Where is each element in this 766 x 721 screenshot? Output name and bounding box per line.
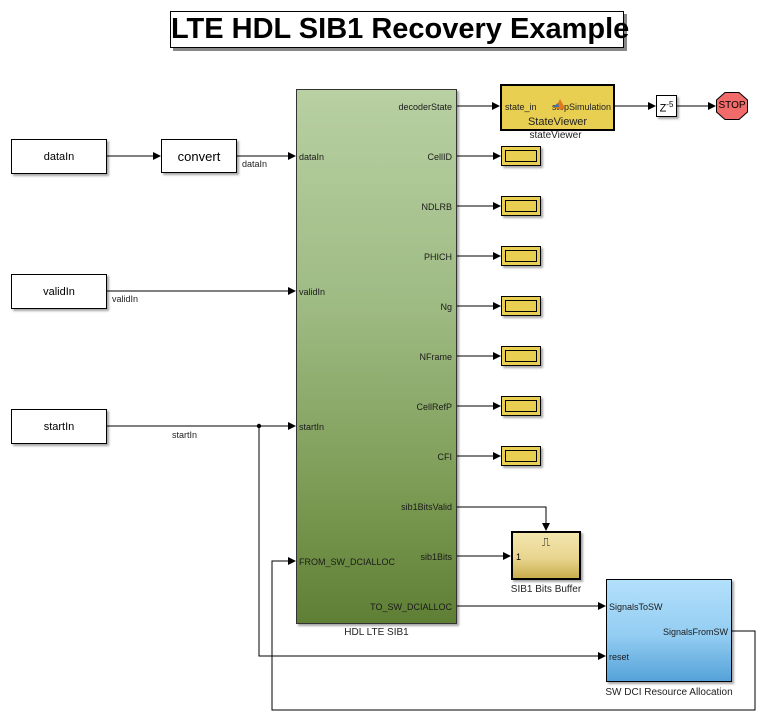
sw-dci-resource-allocation-name: SW DCI Resource Allocation bbox=[605, 687, 733, 698]
datain-block-label: dataIn bbox=[43, 150, 75, 163]
display-screen bbox=[505, 150, 537, 162]
validin-block-label: validIn bbox=[43, 285, 75, 298]
validin-block[interactable]: validIn bbox=[11, 274, 107, 309]
port-ng: Ng bbox=[440, 302, 452, 312]
port-signals-from-sw: SignalsFromSW bbox=[662, 627, 728, 637]
port-startin: startIn bbox=[299, 422, 325, 432]
stop-sign-icon bbox=[716, 92, 748, 120]
display-nframe[interactable] bbox=[501, 346, 541, 366]
diagram-title: LTE HDL SIB1 Recovery Example bbox=[170, 11, 629, 48]
display-cellrefp[interactable] bbox=[501, 396, 541, 416]
display-screen bbox=[505, 300, 537, 312]
port-cfi: CFI bbox=[437, 452, 453, 462]
delay-exponent: -5 bbox=[666, 100, 674, 109]
port-decoderstate: decoderState bbox=[398, 102, 452, 112]
state-viewer-block[interactable]: state_in stopSimulation StateViewer bbox=[500, 84, 615, 131]
startin-block-label: startIn bbox=[43, 420, 75, 433]
signal-label-startin: startIn bbox=[172, 430, 198, 440]
stop-block[interactable]: STOP bbox=[716, 92, 748, 120]
display-screen bbox=[505, 400, 537, 412]
port-from-sw-dcialloc: FROM_SW_DCIALLOC bbox=[299, 557, 396, 567]
convert-block[interactable]: convert bbox=[161, 139, 237, 173]
display-cfi[interactable] bbox=[501, 446, 541, 466]
port-phich: PHICH bbox=[423, 252, 452, 262]
matlab-logo-icon bbox=[553, 99, 565, 110]
display-phich[interactable] bbox=[501, 246, 541, 266]
display-screen bbox=[505, 450, 537, 462]
startin-block[interactable]: startIn bbox=[11, 409, 107, 444]
display-ndlrb[interactable] bbox=[501, 196, 541, 216]
trigger-pulse-icon: ⎍ bbox=[541, 535, 551, 549]
wire-signals-from-sw[interactable] bbox=[271, 557, 756, 711]
state-viewer-title: StateViewer bbox=[527, 116, 588, 128]
signal-label-datain: dataIn bbox=[242, 159, 268, 169]
signal-label-validin: validIn bbox=[112, 294, 139, 304]
port-ndlrb: NDLRB bbox=[421, 202, 452, 212]
sw-dci-resource-allocation-block[interactable]: SignalsToSW reset SignalsFromSW bbox=[606, 579, 732, 682]
port-state-in: state_in bbox=[505, 102, 537, 112]
display-screen bbox=[505, 200, 537, 212]
hdl-lte-sib1-name: HDL LTE SIB1 bbox=[344, 627, 409, 638]
port-validin: validIn bbox=[299, 287, 326, 297]
convert-block-label: convert bbox=[177, 148, 221, 164]
state-viewer-name: stateViewer bbox=[529, 130, 582, 141]
port-stop-simulation: stopSimulation bbox=[551, 102, 611, 112]
sib1-bits-buffer-block[interactable]: ⎍ 1 bbox=[511, 531, 581, 580]
port-datain: dataIn bbox=[299, 152, 325, 162]
port-cellrefp: CellRefP bbox=[416, 402, 452, 412]
display-ng[interactable] bbox=[501, 296, 541, 316]
display-screen bbox=[505, 350, 537, 362]
port-sib1bits: sib1Bits bbox=[420, 552, 452, 562]
port-to-sw-dcialloc: TO_SW_DCIALLOC bbox=[370, 602, 452, 612]
delay-block[interactable]: Z-5 bbox=[656, 95, 677, 117]
sib1-bits-buffer-name: SIB1 Bits Buffer bbox=[510, 584, 582, 595]
stop-label: STOP bbox=[718, 100, 746, 111]
delay-base: Z bbox=[659, 102, 667, 115]
wire-startin-reset[interactable] bbox=[258, 426, 606, 660]
wire-sib1bitsvalid[interactable] bbox=[457, 506, 550, 531]
port-nframe: NFrame bbox=[419, 352, 452, 362]
buffer-input-port: 1 bbox=[516, 552, 522, 562]
port-signals-to-sw: SignalsToSW bbox=[609, 602, 663, 612]
port-cellid: CellID bbox=[427, 152, 452, 162]
port-reset: reset bbox=[609, 652, 630, 662]
display-cellid[interactable] bbox=[501, 146, 541, 166]
hdl-lte-sib1-block[interactable]: dataIn validIn startIn FROM_SW_DCIALLOC … bbox=[296, 89, 457, 624]
display-screen bbox=[505, 250, 537, 262]
datain-block[interactable]: dataIn bbox=[11, 139, 107, 174]
port-sib1bitsvalid: sib1BitsValid bbox=[401, 502, 452, 512]
